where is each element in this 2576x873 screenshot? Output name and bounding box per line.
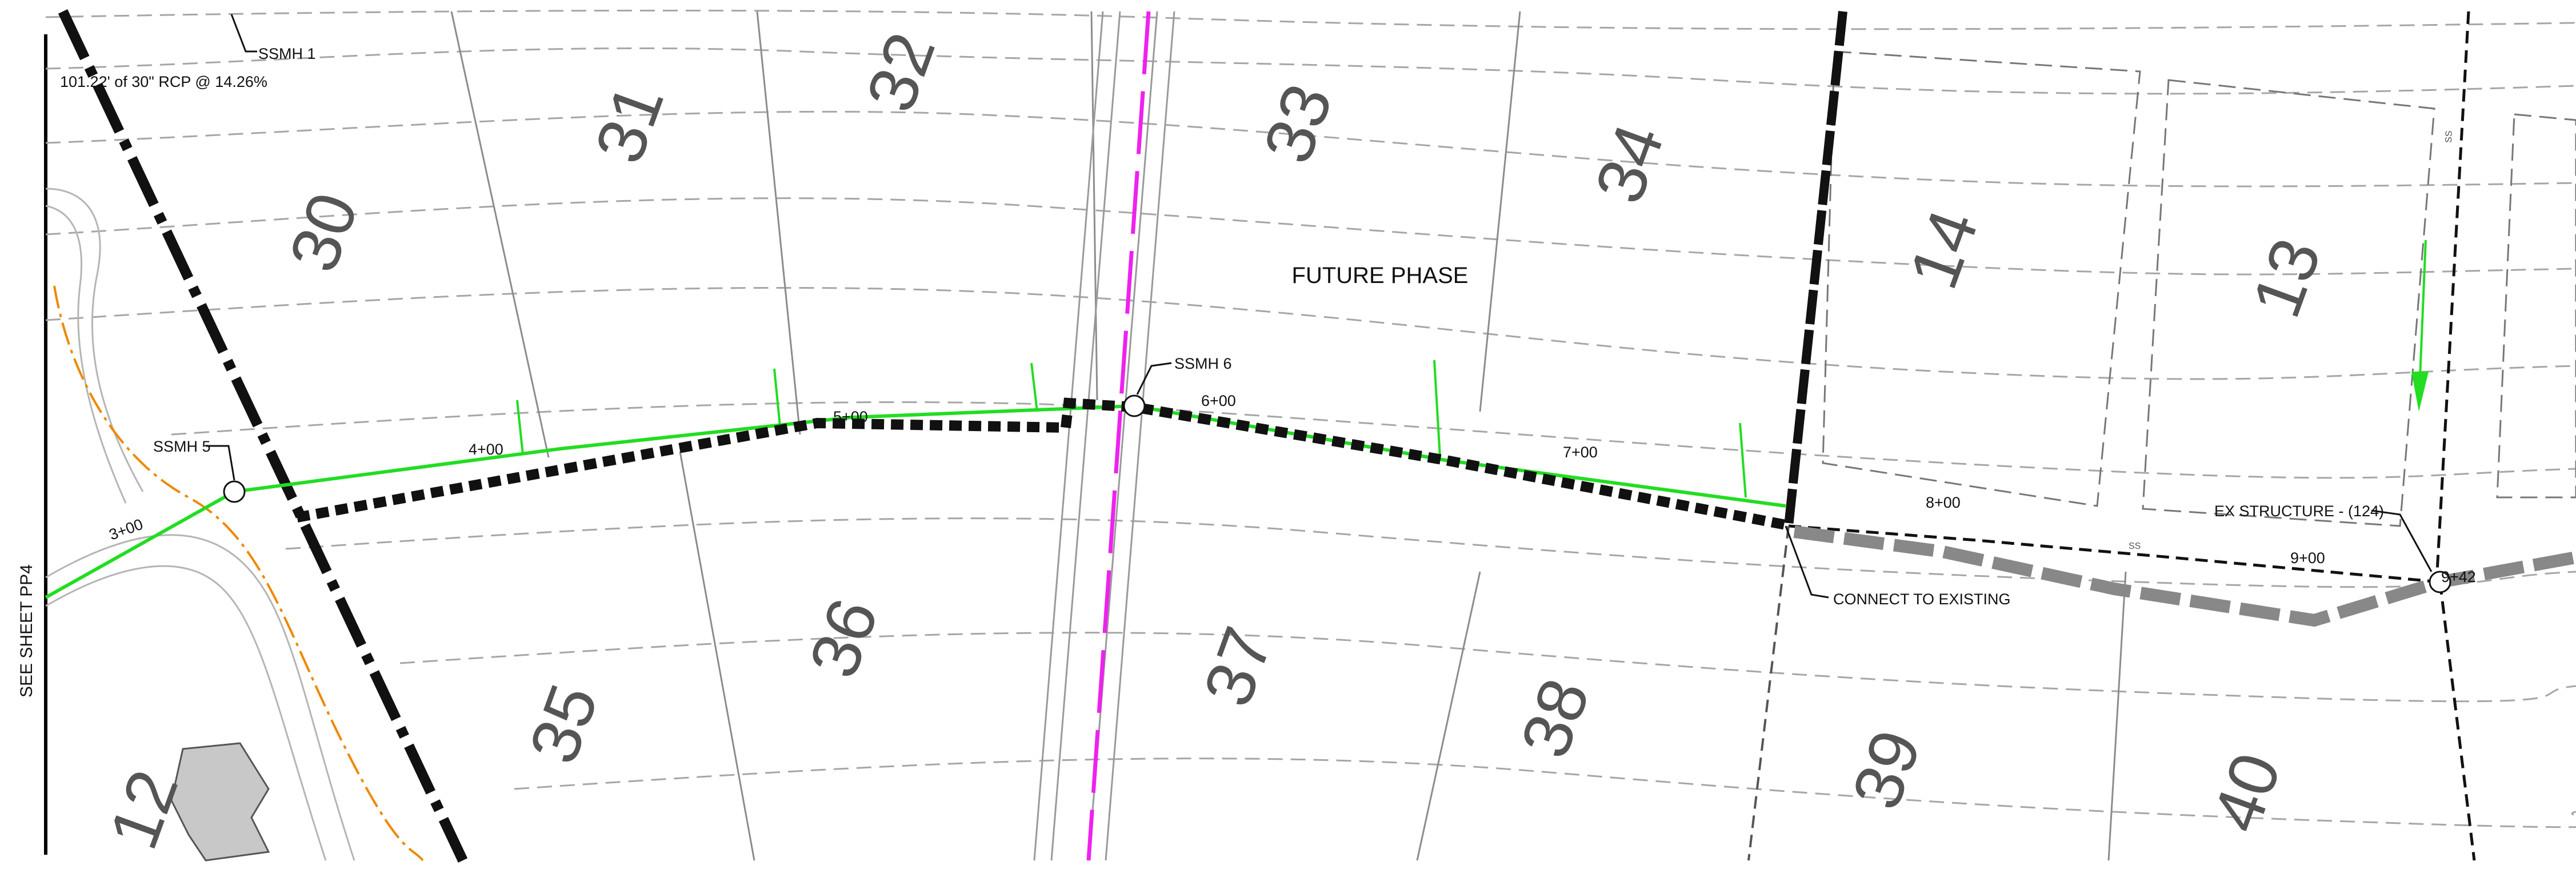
sheet-reference: SEE SHEET PP4 — [17, 564, 36, 697]
ex-structure-note: EX STRUCTURE - (124) — [2214, 503, 2384, 520]
station-9+00: 9+00 — [2290, 549, 2325, 567]
existing-sewer-line — [1747, 11, 2476, 861]
station-6+00: 6+00 — [1201, 392, 1236, 409]
lot-40: 40 — [2198, 743, 2296, 841]
right-of-way-line — [58, 9, 468, 863]
existing-pipe — [1793, 525, 2576, 627]
flow-arrow-icon — [2411, 240, 2429, 412]
water-line — [1086, 11, 1151, 861]
station-3+00: 3+00 — [107, 516, 145, 544]
lot-33: 33 — [1249, 74, 1347, 172]
station-5+00: 5+00 — [833, 408, 868, 425]
manhole-ssmh5-icon — [223, 480, 246, 503]
lot-36: 36 — [795, 589, 893, 687]
lot-30: 30 — [275, 183, 373, 281]
station-labels: 3+00 4+00 5+00 6+00 7+00 8+00 9+00 9+42 — [107, 392, 2476, 585]
lot-numbers: 30 31 32 33 34 14 13 35 36 37 38 39 40 1… — [95, 23, 2336, 858]
lot-lines — [450, 11, 2127, 861]
lot-35: 35 — [515, 675, 613, 772]
house-outline — [170, 742, 270, 862]
lot-39: 39 — [1838, 720, 1936, 818]
station-4+00: 4+00 — [469, 441, 503, 458]
building-envelopes — [1822, 50, 2576, 527]
ssmh6-label: SSMH 6 — [1174, 355, 1232, 372]
pipe-callout: 101.22' of 30" RCP @ 14.26% — [60, 73, 267, 90]
gas-line — [53, 285, 424, 862]
lot-38: 38 — [1506, 669, 1605, 767]
manhole-ex-structure-icon — [2429, 571, 2451, 593]
connect-note: CONNECT TO EXISTING — [1833, 591, 2011, 608]
station-9+42: 9+42 — [2441, 568, 2476, 585]
contour-lines — [45, 9, 2576, 828]
street-curbs — [45, 188, 355, 861]
lot-34: 34 — [1581, 114, 1679, 212]
boundary-line-east — [1784, 11, 1847, 527]
ssmh1-label: SSMH 1 — [258, 45, 316, 62]
sewer-tick-marks — [516, 360, 1747, 498]
manhole-ssmh6-icon — [1123, 394, 1146, 417]
proposed-heavy-pipe — [296, 397, 1787, 530]
road-corridor — [1033, 11, 1175, 861]
lot-14: 14 — [1895, 200, 1993, 298]
storm-tag: SS — [2444, 130, 2454, 143]
future-phase-label: FUTURE PHASE — [1292, 263, 1469, 288]
lot-32: 32 — [852, 23, 950, 121]
leader-lines — [206, 14, 2433, 599]
ssmh5-label: SSMH 5 — [153, 438, 211, 455]
lot-13: 13 — [2238, 229, 2336, 326]
ss-tag: SS — [2129, 541, 2141, 551]
lot-31: 31 — [581, 74, 679, 172]
lot-37: 37 — [1189, 617, 1287, 715]
station-8+00: 8+00 — [1926, 494, 1961, 511]
station-7+00: 7+00 — [1563, 444, 1598, 461]
